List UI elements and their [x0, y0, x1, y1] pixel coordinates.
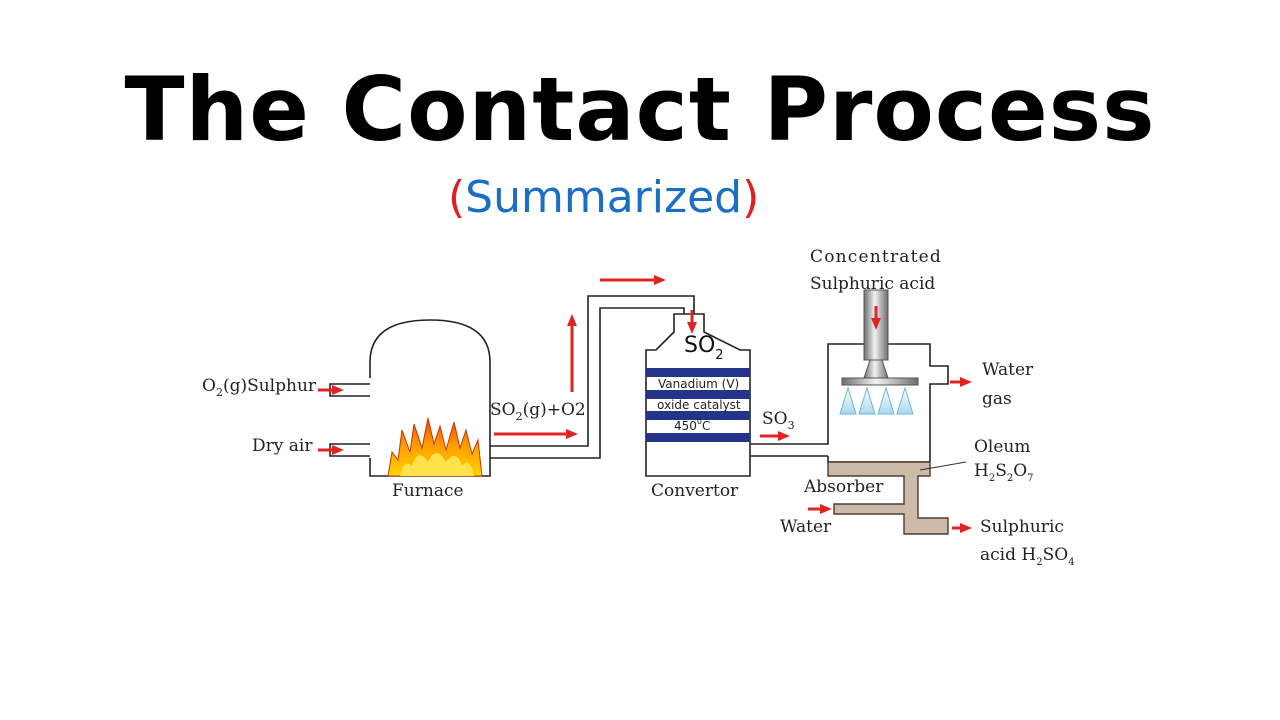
subtitle-open-paren: (: [448, 172, 466, 223]
arrow-right-icon: [952, 523, 972, 533]
catalyst-band: [646, 433, 750, 442]
label-o2-sulphur: O2(g)Sulphur: [202, 376, 317, 399]
spray-nozzle-icon: [841, 289, 919, 386]
arrow-right-icon: [318, 445, 344, 455]
label-sulphuric-acid-out-2: acid H2SO4: [980, 545, 1075, 568]
arrow-right-icon: [808, 504, 832, 514]
oleum-pointer-line: [919, 461, 967, 471]
label-dry-air: Dry air: [252, 436, 313, 456]
arrow-up-icon: [567, 314, 577, 392]
label-water-in: Water: [780, 517, 832, 537]
arrow-right-icon: [950, 377, 972, 387]
catalyst-band: [646, 368, 750, 377]
page-subtitle: (Summarized): [448, 168, 759, 228]
label-convertor: Convertor: [651, 481, 739, 501]
label-oleum: Oleum: [974, 437, 1031, 457]
catalyst-band: [646, 390, 750, 399]
label-absorber: Absorber: [803, 477, 884, 497]
label-sulphuric-acid-out-1: Sulphuric: [980, 517, 1064, 537]
label-furnace: Furnace: [392, 481, 464, 501]
subtitle-close-paren: ): [742, 172, 760, 223]
label-water-gas-1: Water: [982, 360, 1034, 380]
arrow-right-icon: [600, 275, 666, 285]
pipe-convertor-to-absorber: [750, 404, 829, 457]
label-water-gas-2: gas: [982, 389, 1012, 409]
subtitle-word: Summarized: [465, 172, 743, 223]
label-so3: SO3: [762, 409, 795, 432]
catalyst-bands: [646, 368, 750, 442]
oleum-layer: [827, 461, 949, 535]
arrow-right-icon: [760, 431, 790, 441]
arrow-right-icon: [318, 385, 344, 395]
label-so2-top: SO2: [684, 333, 724, 363]
label-so2-o2: SO2(g)+O2: [490, 400, 586, 423]
flame-icon: [387, 417, 483, 477]
label-sulphuric-acid-top: Sulphuric acid: [810, 274, 935, 294]
page-title: The Contact Process: [124, 58, 1156, 161]
arrow-down-icon: [687, 310, 697, 334]
pipe-furnace-to-convertor: [490, 295, 695, 459]
flow-arrows: [318, 275, 972, 533]
catalyst-band: [646, 411, 750, 420]
label-h2s2o7: H2S2O7: [974, 461, 1034, 484]
arrow-down-icon: [871, 306, 881, 330]
label-temperature: 4500C: [674, 417, 710, 433]
arrow-right-icon: [494, 429, 578, 439]
label-catalyst-2: oxide catalyst: [657, 398, 741, 412]
convertor-vessel: [645, 313, 751, 477]
label-catalyst-1: Vanadium (V): [658, 377, 739, 391]
spray-icon: [839, 386, 914, 415]
label-concentrated: Concentrated: [810, 247, 942, 267]
